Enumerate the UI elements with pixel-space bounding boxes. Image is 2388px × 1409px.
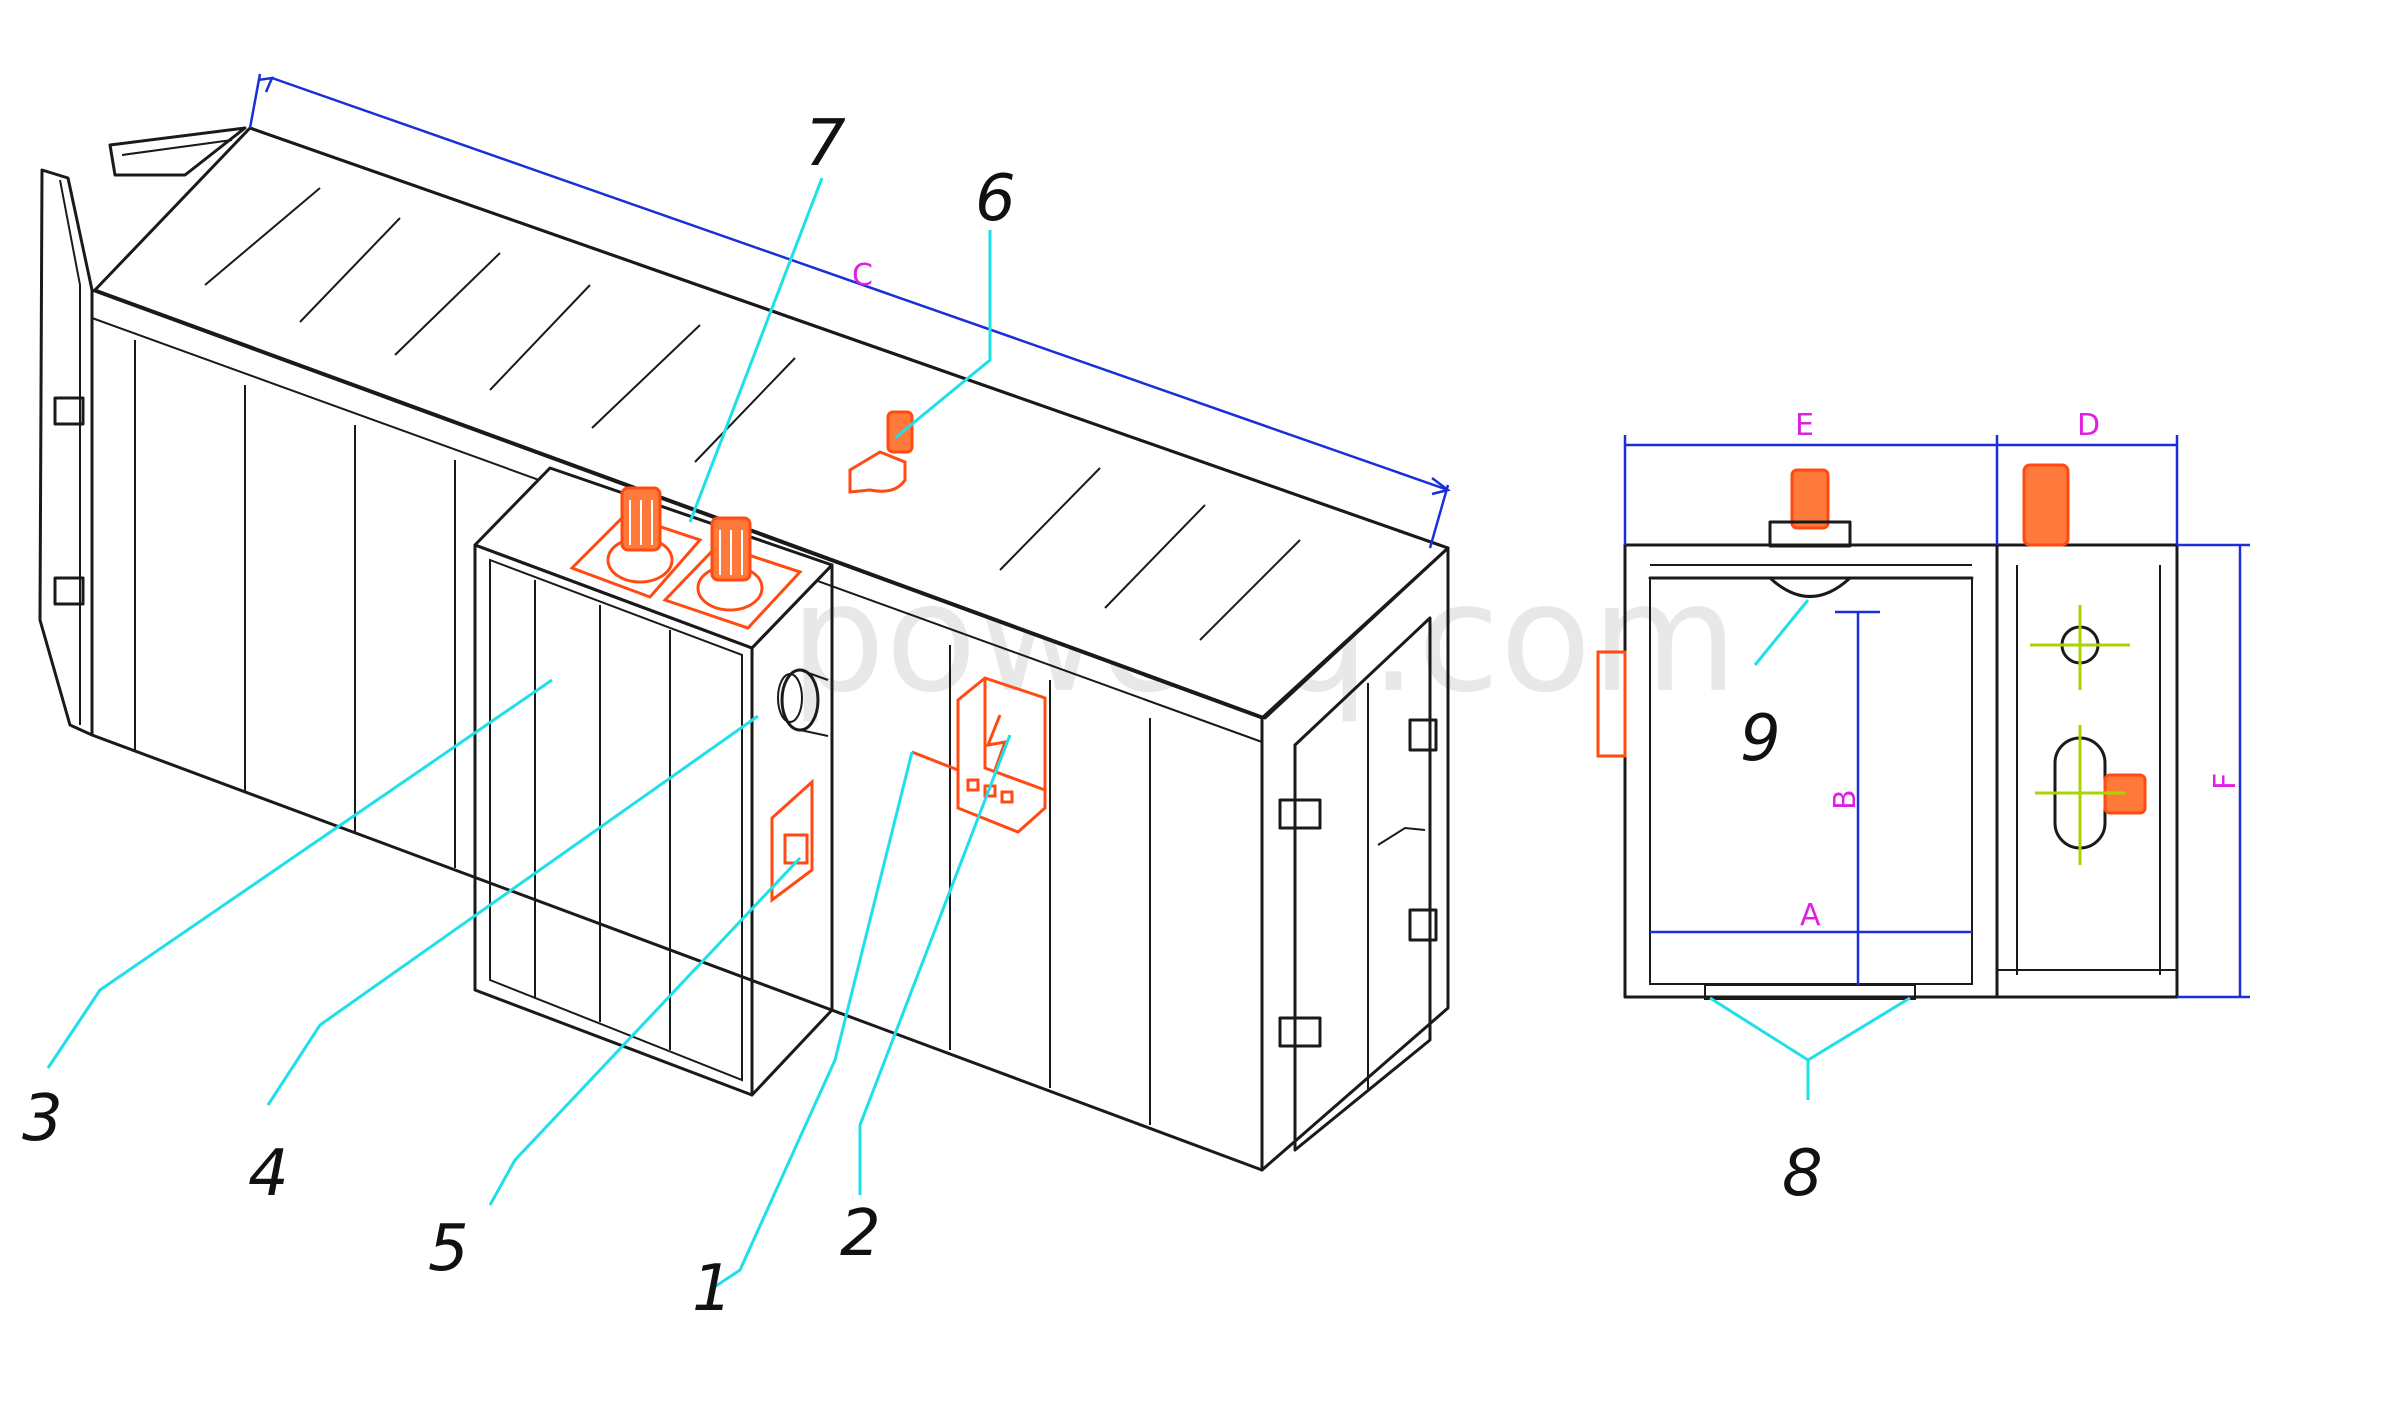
callout-6: 6 xyxy=(975,162,1016,236)
oven-front-end xyxy=(1260,546,1450,1172)
callouts-isometric: 3 4 5 1 2 6 7 xyxy=(22,107,1016,1326)
oven-section-view xyxy=(1596,463,2179,1000)
circulation-fans xyxy=(569,486,803,630)
section-dimensions: E D F B A xyxy=(1623,408,2250,999)
section-fan-hood xyxy=(1768,576,1852,598)
electric-icon xyxy=(985,714,1008,771)
front-hinge-top xyxy=(1278,798,1322,830)
fan-base-left xyxy=(569,513,703,599)
dimension-c: C xyxy=(248,73,1451,549)
section-fan-motor xyxy=(1790,468,1830,530)
callout-8: 8 xyxy=(1782,1137,1823,1211)
callouts-section: 9 8 xyxy=(1709,599,1911,1211)
heater-compartment xyxy=(1995,543,2179,999)
front-door xyxy=(1293,616,1432,1152)
front-hinge-bottom xyxy=(1278,1016,1322,1048)
bottom-rail xyxy=(1704,984,1916,1000)
callout-3: 3 xyxy=(22,1082,63,1156)
callout-5: 5 xyxy=(428,1212,469,1286)
callout-1: 1 xyxy=(692,1252,733,1326)
front-latch-top xyxy=(1408,718,1438,752)
rear-door-frame xyxy=(108,126,247,177)
side-wall-seams xyxy=(134,340,1151,1125)
callout-2: 2 xyxy=(840,1197,881,1271)
fan-base-right xyxy=(662,543,803,630)
cable-line xyxy=(911,750,959,772)
callout-9: 9 xyxy=(1740,702,1781,776)
heater-fan-motor xyxy=(2022,463,2070,547)
callout-7: 7 xyxy=(805,107,846,181)
rear-hinge-top xyxy=(53,396,85,426)
rear-door-leaf xyxy=(38,168,94,737)
dim-label-e: E xyxy=(1795,408,1814,443)
heater-box-side xyxy=(750,563,834,1097)
door-handle xyxy=(1377,826,1426,846)
dim-label-a: A xyxy=(1800,898,1821,933)
roof-seams xyxy=(204,187,1301,641)
side-door-stub xyxy=(1596,650,1627,758)
dim-label-b: B xyxy=(1828,789,1863,810)
control-cabinet xyxy=(956,676,1047,834)
dim-label-c: C xyxy=(852,258,873,293)
front-latch-bottom xyxy=(1408,908,1438,942)
burner-port xyxy=(777,668,829,737)
dim-label-d: D xyxy=(2077,408,2100,443)
dim-label-f: F xyxy=(2208,773,2243,790)
callout-4: 4 xyxy=(248,1137,289,1211)
oven-isometric-view xyxy=(38,126,1450,1172)
rear-hinge-bottom xyxy=(53,576,85,606)
